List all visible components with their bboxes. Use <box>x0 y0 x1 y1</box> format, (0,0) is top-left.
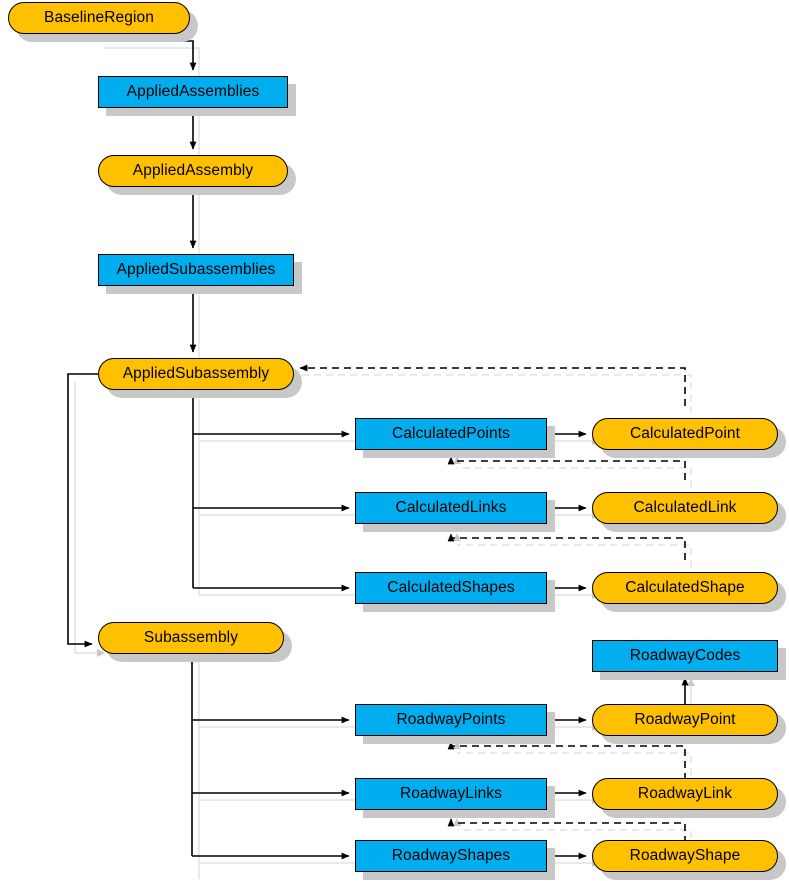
node-roadway-links[interactable]: RoadwayLinks <box>355 778 547 810</box>
node-applied-subassembly[interactable]: AppliedSubassembly <box>98 358 294 390</box>
node-roadway-link[interactable]: RoadwayLink <box>592 778 778 810</box>
node-roadway-codes[interactable]: RoadwayCodes <box>592 640 778 672</box>
node-label: BaselineRegion <box>44 9 154 26</box>
node-calculated-link[interactable]: CalculatedLink <box>592 492 778 524</box>
node-calculated-points[interactable]: CalculatedPoints <box>355 418 547 450</box>
node-label: RoadwayLink <box>637 785 733 802</box>
node-label: CalculatedShape <box>625 579 745 596</box>
node-calculated-point[interactable]: CalculatedPoint <box>592 418 778 450</box>
node-label: CalculatedLinks <box>395 499 507 516</box>
node-label: CalculatedLink <box>633 499 737 516</box>
node-baseline-region[interactable]: BaselineRegion <box>8 2 190 34</box>
node-calculated-shapes[interactable]: CalculatedShapes <box>355 572 547 604</box>
node-applied-subassemblies[interactable]: AppliedSubassemblies <box>98 254 294 286</box>
node-label: RoadwayLinks <box>399 785 502 802</box>
node-label: RoadwayPoint <box>634 711 736 728</box>
node-label: RoadwayShapes <box>391 847 511 864</box>
node-subassembly[interactable]: Subassembly <box>98 622 284 654</box>
node-label: CalculatedPoint <box>629 425 741 442</box>
node-roadway-shapes[interactable]: RoadwayShapes <box>355 840 547 872</box>
node-label: RoadwayShape <box>629 847 741 864</box>
node-label: RoadwayPoints <box>396 711 506 728</box>
node-label: AppliedAssembly <box>132 162 254 179</box>
node-calculated-links[interactable]: CalculatedLinks <box>355 492 547 524</box>
node-roadway-shape[interactable]: RoadwayShape <box>592 840 778 872</box>
node-label: AppliedAssemblies <box>126 83 260 100</box>
node-applied-assembly[interactable]: AppliedAssembly <box>98 155 288 187</box>
node-label: AppliedSubassembly <box>122 365 270 382</box>
node-label: AppliedSubassemblies <box>116 261 276 278</box>
node-label: CalculatedPoints <box>392 425 510 442</box>
node-label: Subassembly <box>143 629 239 646</box>
node-calculated-shape[interactable]: CalculatedShape <box>592 572 778 604</box>
node-roadway-point[interactable]: RoadwayPoint <box>592 704 778 736</box>
node-applied-assemblies[interactable]: AppliedAssemblies <box>98 76 288 108</box>
node-label: CalculatedShapes <box>387 579 515 596</box>
node-roadway-points[interactable]: RoadwayPoints <box>355 704 547 736</box>
node-label: RoadwayCodes <box>629 647 741 664</box>
